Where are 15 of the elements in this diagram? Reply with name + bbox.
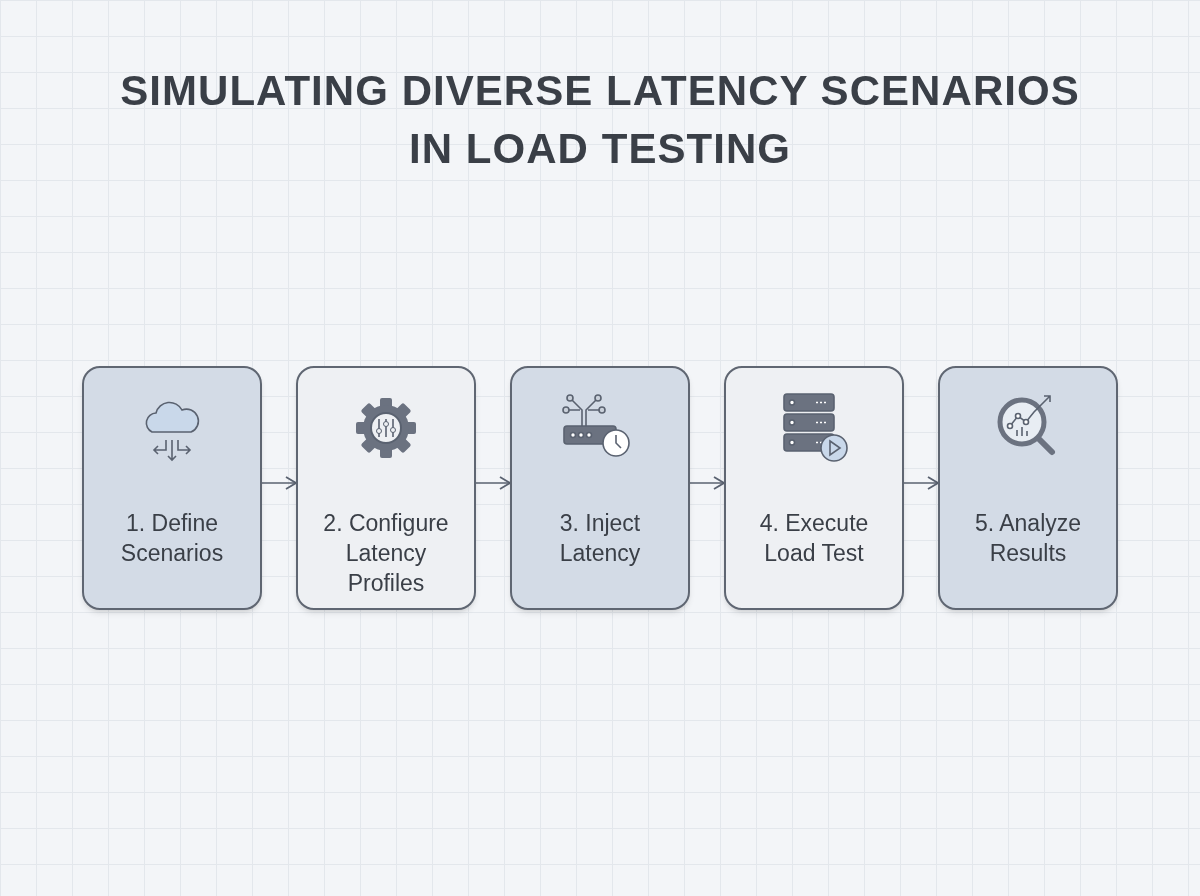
step-card [724,366,904,610]
step-card [296,366,476,610]
step-label: 1. Define Scenarios [119,509,225,568]
arrow [475,476,511,490]
step-card [82,366,262,610]
step-label: 2. Configure Latency Profiles [322,509,450,598]
arrow [261,476,297,490]
title: SIMULATING DIVERSE LATENCY SCENARIOS IN LOAD TESTING [119,66,1081,174]
step-label: 3. Inject Latency [558,509,642,568]
arrow [903,476,939,490]
step-card [938,366,1118,610]
step-label: 5. Analyze Results [973,509,1083,568]
arrow [689,476,725,490]
step-card [510,366,690,610]
step-label: 4. Execute Load Test [758,509,870,568]
